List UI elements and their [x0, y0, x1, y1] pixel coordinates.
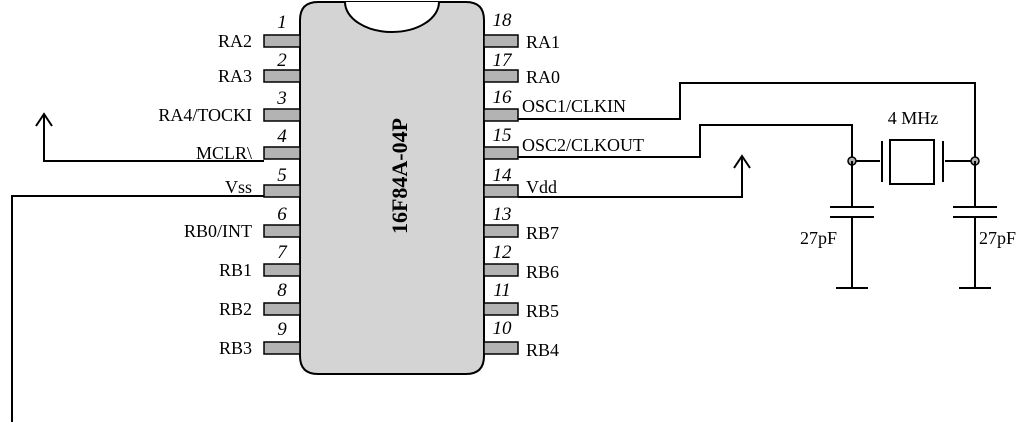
pin-lead: [483, 34, 519, 48]
left-pin-5: Vss 5: [225, 165, 301, 198]
mclr-wire: [43, 114, 264, 162]
pin-number: 2: [277, 50, 287, 71]
pin-label: Vss: [225, 177, 252, 197]
right-pin-10: RB4 10: [483, 318, 559, 360]
pin-lead: [483, 263, 519, 277]
pin-number: 7: [277, 242, 288, 263]
pin-number: 11: [493, 280, 511, 301]
pin-lead: [483, 69, 519, 83]
left-pin-9: RB3 9: [219, 319, 301, 358]
right-pin-13: RB7 13: [483, 204, 559, 243]
pin-lead: [263, 69, 301, 83]
left-pin-8: RB2 8: [219, 280, 301, 319]
pin-lead: [263, 302, 301, 316]
pin-number: 5: [277, 165, 287, 186]
left-pin-3: RA4/TOCKI 3: [158, 88, 301, 125]
right-pin-17: RA0 17: [483, 50, 560, 87]
pin-lead: [483, 302, 519, 316]
pin-number: 12: [493, 242, 513, 263]
pin-number: 18: [493, 10, 513, 31]
pin-number: 15: [493, 125, 512, 146]
mclr-arrow-icon: [35, 112, 53, 127]
crystal: 4 MHz: [852, 108, 975, 185]
pin-lead: [483, 108, 519, 122]
pin-lead: [263, 108, 301, 122]
pin-lead: [263, 146, 301, 160]
osc2-wire: [518, 124, 853, 161]
pin-number: 16: [493, 87, 513, 108]
pin-number: 6: [277, 204, 287, 225]
capacitor-label: 27pF: [979, 228, 1016, 248]
pin-label: RA0: [526, 67, 560, 87]
pin-label: OSC1/CLKIN: [522, 96, 626, 116]
left-pin-7: RB1 7: [219, 242, 301, 280]
osc1-wire: [518, 82, 976, 161]
pin-number: 3: [276, 88, 287, 109]
pin-number: 14: [493, 165, 513, 186]
pin-label: Vdd: [526, 177, 557, 197]
pin-label: RB2: [219, 299, 252, 319]
crystal-body: [889, 139, 935, 185]
chip-part-number: 16F84A-04P: [387, 118, 412, 234]
pin-lead: [263, 184, 301, 198]
right-pin-16: OSC1/CLKIN 16: [483, 87, 626, 122]
pin-number: 8: [277, 280, 287, 301]
right-pin-15: OSC2/CLKOUT 15: [483, 125, 644, 160]
right-pin-14: Vdd 14: [483, 165, 557, 198]
pin-label: RB4: [526, 340, 559, 360]
pin-label: RB5: [526, 301, 559, 321]
vss-ground-wire: [11, 195, 264, 422]
pin-label: RB0/INT: [184, 221, 252, 241]
pin-label: RB1: [219, 260, 252, 280]
pin-lead: [483, 184, 519, 198]
chip-notch: [344, 1, 440, 33]
pin-number: 4: [277, 126, 287, 147]
pin-number: 13: [493, 204, 512, 225]
left-pin-2: RA3 2: [218, 50, 301, 86]
pin-label: OSC2/CLKOUT: [522, 135, 644, 155]
left-pin-1: RA2 1: [218, 12, 301, 51]
pin-label: RB3: [219, 338, 252, 358]
capacitor-1: 27pF: [800, 161, 874, 289]
pin-lead: [263, 34, 301, 48]
pin-lead: [483, 224, 519, 238]
capacitor-label: 27pF: [800, 228, 837, 248]
pin-number: 17: [493, 50, 514, 71]
vdd-arrow-icon: [733, 154, 751, 169]
left-pin-6: RB0/INT 6: [184, 204, 301, 241]
pin-number: 1: [277, 12, 287, 33]
pin-lead: [263, 224, 301, 238]
pin-lead: [483, 146, 519, 160]
pin-label: RA2: [218, 31, 252, 51]
pin-label: RA4/TOCKI: [158, 105, 252, 125]
pin-lead: [483, 341, 519, 355]
pin-number: 10: [493, 318, 513, 339]
pin-label: RA1: [526, 32, 560, 52]
right-pin-11: RB5 11: [483, 280, 559, 321]
pin-label: RB6: [526, 262, 559, 282]
capacitor-2: 27pF: [953, 161, 1016, 289]
right-pin-18: RA1 18: [483, 10, 560, 52]
vdd-wire: [518, 156, 743, 198]
crystal-label: 4 MHz: [888, 108, 939, 128]
pin-label: MCLR\: [196, 143, 252, 163]
pin-number: 9: [277, 319, 287, 340]
pin-label: RA3: [218, 66, 252, 86]
chip-body: [299, 1, 485, 375]
right-pin-12: RB6 12: [483, 242, 559, 282]
left-pin-4: MCLR\ 4: [196, 126, 301, 163]
pin-lead: [263, 341, 301, 355]
pin-lead: [263, 263, 301, 277]
pin-label: RB7: [526, 223, 559, 243]
